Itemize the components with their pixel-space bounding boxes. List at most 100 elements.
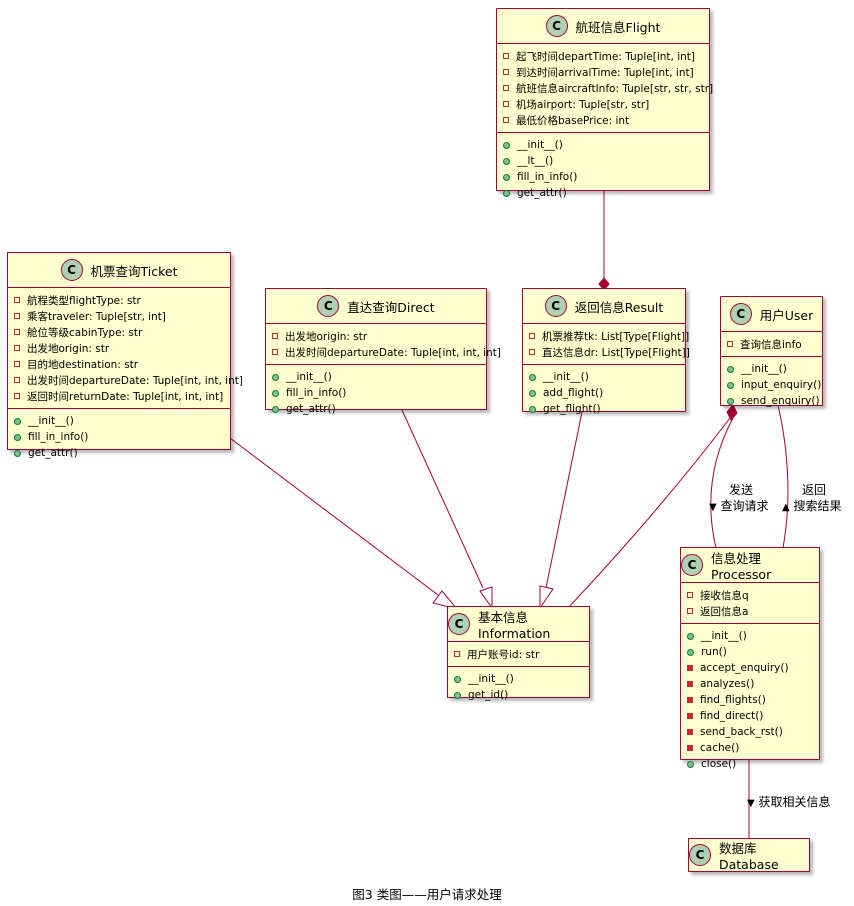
class-icon: C — [544, 295, 567, 317]
method-row: get_attr() — [14, 445, 224, 461]
public-visibility-icon — [529, 389, 536, 397]
method-row: get_id() — [454, 687, 583, 703]
class-icon: C — [60, 259, 83, 281]
class-icon: C — [681, 554, 703, 576]
private-visibility-icon — [454, 651, 460, 657]
generalization-ticket-arrow — [432, 590, 459, 610]
private-visibility-icon — [687, 665, 693, 671]
up-arrow-icon: ▲ — [782, 502, 790, 513]
label-fetch: ▼ 获取相关信息 — [747, 793, 831, 810]
public-visibility-icon — [503, 173, 510, 181]
attribute-row: 出发地origin: str — [14, 340, 224, 356]
down-arrow-icon: ▼ — [709, 502, 717, 513]
attribute-text: 到达时间arrivalTime: Tuple[int, int] — [516, 66, 694, 79]
down-arrow-icon: ▼ — [747, 798, 755, 809]
class-icon: C — [689, 843, 711, 866]
methods: __init__()fill_in_info()get_attr() — [8, 408, 230, 465]
attribute-text: 直达信息dr: List[Type[Flight]] — [542, 346, 690, 359]
attribute-text: 舱位等级cabinType: str — [27, 326, 143, 339]
method-text: send_back_rst() — [700, 726, 783, 738]
generalization-result — [545, 411, 583, 589]
attribute-text: 航程类型flightType: str — [27, 294, 141, 307]
method-row: get_flight() — [529, 401, 679, 417]
private-visibility-icon — [687, 745, 693, 751]
method-text: __lt__() — [517, 155, 554, 167]
label-send-line1: 发送 — [729, 483, 754, 497]
method-row: accept_enquiry() — [687, 660, 813, 676]
class-header: C 返回信息Result — [523, 289, 685, 324]
attribute-row: 舱位等级cabinType: str — [14, 324, 224, 340]
methods: __init__()__lt__()fill_in_info()get_attr… — [497, 132, 709, 205]
method-row: __init__() — [687, 628, 813, 644]
methods: __init__()add_flight()get_flight() — [523, 364, 685, 421]
method-row: __init__() — [727, 361, 816, 377]
class-name: 数据库Database — [719, 840, 779, 872]
association-send — [710, 417, 734, 549]
attribute-text: 目的地destination: str — [27, 358, 139, 371]
private-visibility-icon — [503, 69, 509, 75]
public-visibility-icon — [272, 373, 279, 381]
public-visibility-icon — [14, 417, 21, 425]
generalization-direct-arrow — [479, 586, 493, 610]
method-row: send_enquiry() — [727, 393, 820, 409]
attributes: 查询信息info — [721, 332, 822, 356]
attribute-row: 最低价格basePrice: int — [503, 112, 703, 128]
attributes: 航程类型flightType: str 乘客traveler: Tuple[str… — [8, 288, 243, 408]
generalization-result-arrow — [539, 585, 554, 610]
method-row: __lt__() — [503, 153, 703, 169]
method-row: close() — [687, 756, 813, 772]
attribute-text: 用户账号id: str — [467, 648, 540, 661]
composition-diamond — [598, 277, 610, 291]
private-visibility-icon — [14, 297, 20, 303]
generalization-ticket — [229, 437, 443, 599]
attribute-row: 出发时间departureDate: Tuple[int, int, int] — [14, 372, 243, 388]
method-row: send_back_rst() — [687, 724, 813, 740]
public-visibility-icon — [454, 675, 461, 683]
attribute-text: 返回信息a — [700, 605, 749, 618]
class-database: C 数据库Database — [688, 838, 810, 872]
attribute-text: 乘客traveler: Tuple[str, int] — [27, 310, 166, 323]
method-row: fill_in_info() — [503, 169, 703, 185]
attribute-text: 出发地origin: str — [27, 342, 110, 355]
class-header: C 数据库Database — [689, 839, 809, 872]
private-visibility-icon — [503, 117, 509, 123]
methods: __init__()run()accept_enquiry()analyzes(… — [681, 623, 819, 776]
public-visibility-icon — [503, 141, 510, 149]
method-row: __init__() — [529, 369, 679, 385]
attribute-row: 乘客traveler: Tuple[str, int] — [14, 308, 224, 324]
method-text: fill_in_info() — [28, 431, 89, 443]
label-return-line2: 搜索结果 — [793, 499, 842, 513]
method-row: fill_in_info() — [14, 429, 224, 445]
method-text: __init__() — [468, 673, 514, 685]
class-name: 返回信息Result — [574, 299, 664, 315]
composition-user-diamond — [726, 404, 738, 421]
attribute-row: 返回信息a — [687, 603, 813, 619]
method-row: __init__() — [503, 137, 703, 153]
class-icon: C — [448, 613, 470, 635]
private-visibility-icon — [503, 85, 509, 91]
method-text: run() — [701, 646, 727, 658]
attribute-row: 用户账号id: str — [454, 646, 583, 662]
figure-caption: 图3 类图——用户请求处理 — [352, 887, 502, 902]
method-row: find_direct() — [687, 708, 813, 724]
public-visibility-icon — [272, 389, 279, 397]
method-text: __init__() — [741, 363, 787, 375]
private-visibility-icon — [14, 345, 20, 351]
public-visibility-icon — [687, 632, 694, 640]
class-icon: C — [545, 15, 568, 37]
method-text: get_flight() — [543, 403, 601, 415]
public-visibility-icon — [503, 189, 510, 197]
attribute-text: 出发地origin: str — [285, 330, 368, 343]
class-icon: C — [317, 295, 340, 317]
method-text: send_enquiry() — [741, 395, 820, 407]
public-visibility-icon — [503, 157, 510, 165]
label-send-line2: 查询请求 — [720, 499, 769, 513]
method-text: get_attr() — [286, 403, 336, 415]
